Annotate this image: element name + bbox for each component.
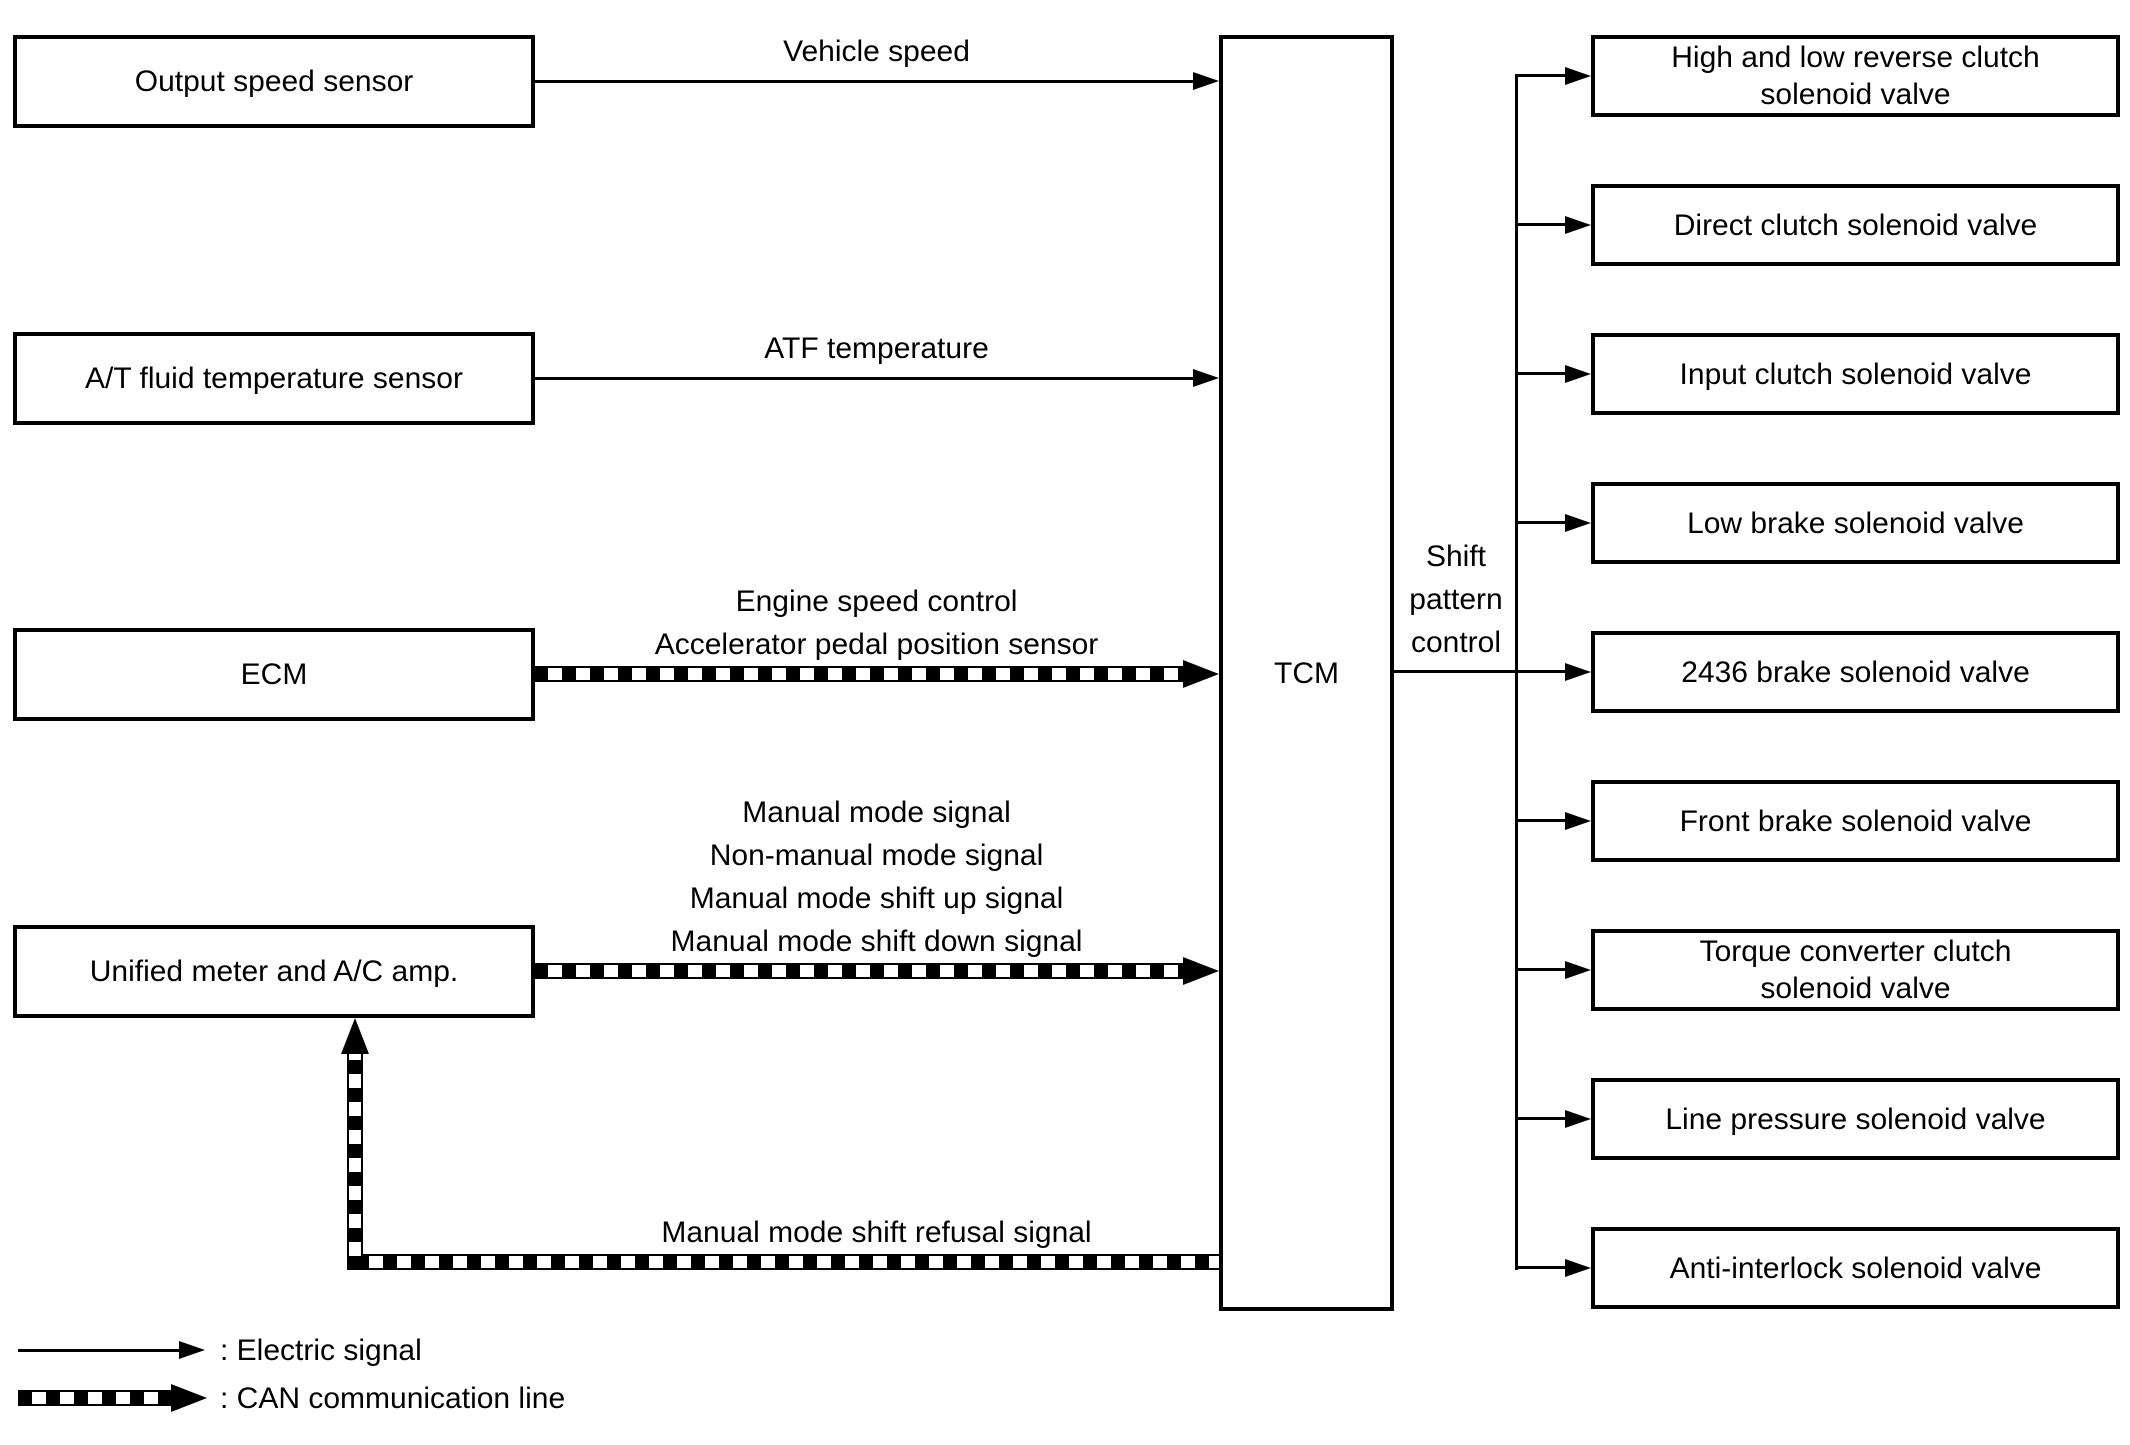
input-box-label: Unified meter and A/C amp.	[89, 955, 459, 988]
input-box-ecm: ECM	[13, 628, 535, 721]
electric-line-vehicle-speed	[534, 80, 1195, 83]
legend-can-line	[18, 1390, 171, 1406]
branch-line-1	[1515, 74, 1567, 77]
output-box-label: Line pressure solenoid valve	[1665, 1102, 2046, 1136]
can-line-shift-refusal-horizontal	[355, 1254, 1219, 1270]
branch-line-4	[1515, 521, 1567, 524]
output-box-2436-brake: 2436 brake solenoid valve	[1591, 631, 2120, 713]
output-box-label: Direct clutch solenoid valve	[1673, 208, 2038, 242]
input-box-at-fluid-temperature-sensor: A/T fluid temperature sensor	[13, 332, 535, 425]
signal-label-atf-temperature: ATF temperature	[764, 332, 989, 365]
output-box-label: Front brake solenoid valve	[1679, 804, 2032, 838]
legend-electric-label: : Electric signal	[220, 1334, 422, 1367]
output-box-label: Anti-interlock solenoid valve	[1669, 1251, 2042, 1285]
arrowhead-output-1	[1565, 67, 1591, 85]
legend-can-label: : CAN communication line	[220, 1382, 566, 1415]
branch-line-9	[1515, 1266, 1567, 1269]
output-box-front-brake: Front brake solenoid valve	[1591, 780, 2120, 862]
arrowhead-output-9	[1565, 1259, 1591, 1277]
arrowhead-output-4	[1565, 514, 1591, 532]
output-box-low-brake: Low brake solenoid valve	[1591, 482, 2120, 564]
branch-line-2	[1515, 223, 1567, 226]
can-arrowhead-ecm	[1183, 660, 1219, 688]
can-line-shift-refusal-vertical	[347, 1050, 363, 1270]
arrowhead-output-2	[1565, 216, 1591, 234]
output-box-direct-clutch: Direct clutch solenoid valve	[1591, 184, 2120, 266]
output-box-input-clutch: Input clutch solenoid valve	[1591, 333, 2120, 415]
output-trunk-line	[1515, 76, 1518, 1270]
signal-label-vehicle-speed: Vehicle speed	[783, 35, 970, 68]
output-box-label: Low brake solenoid valve	[1687, 506, 2024, 540]
output-box-label: 2436 brake solenoid valve	[1681, 655, 2030, 689]
branch-line-8	[1515, 1117, 1567, 1120]
arrowhead-vehicle-speed	[1193, 72, 1219, 90]
arrowhead-output-5	[1565, 663, 1591, 681]
can-line-ecm	[534, 666, 1183, 682]
output-main-line	[1393, 670, 1567, 673]
arrowhead-output-8	[1565, 1110, 1591, 1128]
arrowhead-output-7	[1565, 961, 1591, 979]
arrowhead-output-6	[1565, 812, 1591, 830]
output-box-label: Input clutch solenoid valve	[1679, 357, 2032, 391]
electric-line-atf-temperature	[534, 377, 1195, 380]
input-box-label: A/T fluid temperature sensor	[85, 362, 463, 395]
legend-electric-arrowhead	[179, 1341, 205, 1359]
branch-line-3	[1515, 372, 1567, 375]
can-line-unified-meter	[534, 963, 1183, 979]
input-box-label: ECM	[240, 658, 308, 691]
branch-line-6	[1515, 819, 1567, 822]
branch-line-7	[1515, 968, 1567, 971]
signal-label-shift-refusal: Manual mode shift refusal signal	[661, 1216, 1092, 1249]
tcm-box: TCM	[1219, 35, 1394, 1311]
input-box-output-speed-sensor: Output speed sensor	[13, 35, 535, 128]
input-box-unified-meter-ac-amp: Unified meter and A/C amp.	[13, 925, 535, 1018]
can-arrowhead-unified-meter	[1183, 957, 1219, 985]
legend-electric-line	[18, 1349, 181, 1352]
can-arrowhead-shift-refusal	[341, 1018, 369, 1054]
arrowhead-atf-temperature	[1193, 369, 1219, 387]
input-box-label: Output speed sensor	[134, 65, 414, 98]
legend-can-arrowhead	[171, 1384, 207, 1412]
output-box-anti-interlock: Anti-interlock solenoid valve	[1591, 1227, 2120, 1309]
arrowhead-output-3	[1565, 365, 1591, 383]
output-box-line-pressure: Line pressure solenoid valve	[1591, 1078, 2120, 1160]
tcm-label: TCM	[1274, 656, 1339, 690]
